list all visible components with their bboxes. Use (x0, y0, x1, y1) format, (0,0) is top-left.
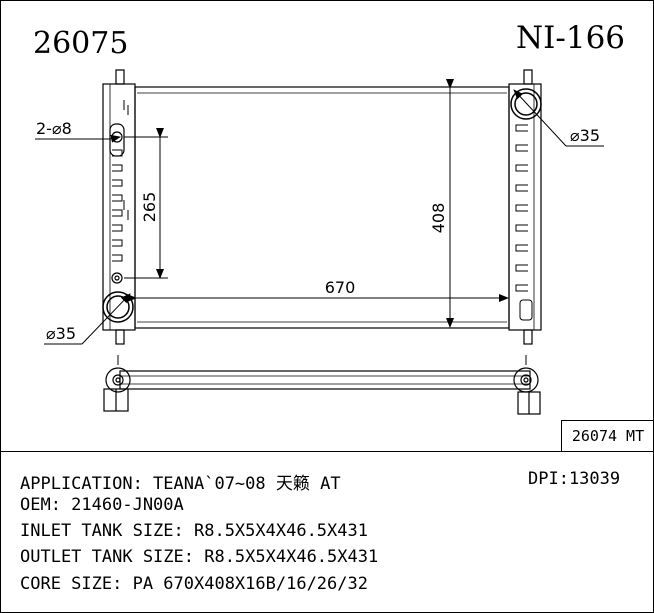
dimension-265 (124, 128, 168, 279)
spec-separator (0, 451, 654, 452)
spec-outlet-tank: OUTLET TANK SIZE: R8.5X5X4X46.5X431 (20, 547, 379, 567)
reference-code: NI-166 (516, 20, 626, 56)
left-tank (102, 69, 136, 345)
radiator-side-view (103, 355, 541, 415)
spec-application: APPLICATION: TEANA`07~08 天籁 AT (20, 474, 341, 494)
outlet-pipe-icon (102, 291, 134, 323)
outlet-diameter-label: ⌀35 (46, 324, 76, 343)
hole-spacing-label: 265 (140, 192, 159, 223)
variant-tag: 26074 MT (561, 420, 654, 451)
inlet-callout (513, 89, 604, 147)
hole-callout (35, 134, 121, 143)
spec-inlet-tank: INLET TANK SIZE: R8.5X5X4X46.5X431 (20, 521, 368, 541)
spec-oem: OEM: 21460-JN00A (20, 495, 184, 515)
spec-dpi: DPI:13039 (528, 469, 621, 489)
outlet-callout (44, 293, 131, 345)
core-width-label: 670 (325, 278, 356, 297)
inlet-diameter-label: ⌀35 (570, 126, 600, 145)
core-height-label: 408 (429, 203, 448, 234)
hole-spec-label: 2-⌀8 (36, 119, 72, 138)
radiator-core (134, 86, 510, 329)
radiator-drawing: 265 408 670 2-⌀8 ⌀35 ⌀35 (35, 69, 604, 415)
spec-core-size: CORE SIZE: PA 670X408X16B/16/26/32 (20, 574, 368, 594)
part-number: 26075 (33, 26, 129, 61)
inlet-pipe-icon (510, 88, 542, 120)
right-tank (508, 69, 542, 345)
